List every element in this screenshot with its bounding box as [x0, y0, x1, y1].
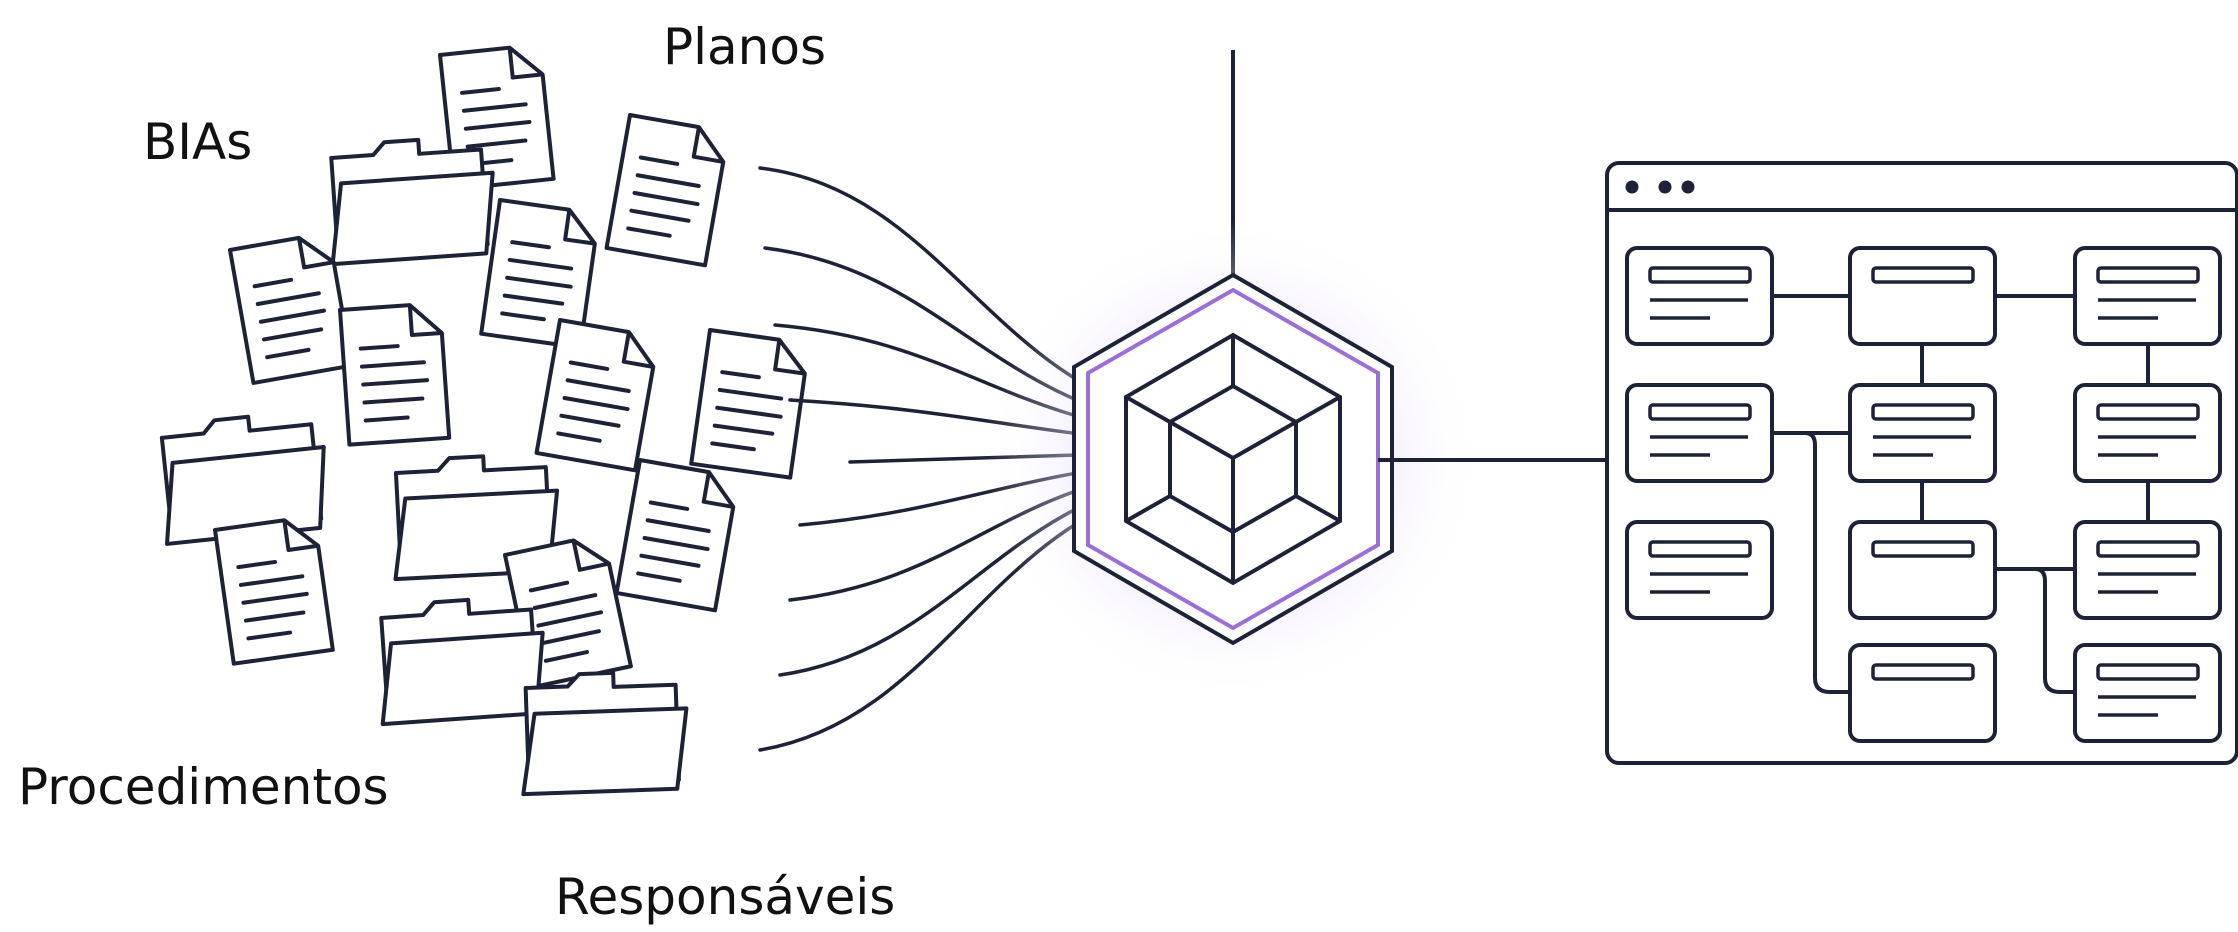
- cube-edge: [1295, 494, 1341, 523]
- document-pile: [152, 42, 812, 795]
- document-icon: [689, 328, 812, 480]
- cube-edge: [1232, 420, 1297, 460]
- flow-node: [1625, 520, 1774, 620]
- cube-edge: [1169, 420, 1234, 460]
- flow-node: [1848, 383, 1997, 483]
- flow-node: [2073, 520, 2222, 620]
- document-icon: [338, 301, 452, 447]
- window-dot-icon: [1681, 180, 1695, 194]
- flow-node: [2073, 643, 2222, 743]
- folder-icon: [152, 407, 335, 546]
- label-responsaveis: Responsáveis: [555, 868, 896, 926]
- flow-node: [2073, 383, 2222, 483]
- document-icon: [213, 514, 335, 666]
- folder-icon: [372, 592, 551, 727]
- folder-icon: [519, 670, 689, 794]
- flowchart-connectors: [1772, 294, 2150, 694]
- browser-window: [1605, 161, 2238, 765]
- flow-node: [1848, 643, 1997, 743]
- label-planos: Planos: [663, 18, 827, 76]
- document-icon: [604, 113, 731, 268]
- accent-hexagon: [1086, 287, 1380, 631]
- cube-edge: [1295, 395, 1341, 424]
- folder-icon: [322, 132, 501, 267]
- cube-edge: [1125, 395, 1171, 424]
- window-dot-icon: [1658, 180, 1672, 194]
- label-procedimentos: Procedimentos: [18, 758, 389, 816]
- flow-node: [1625, 246, 1774, 346]
- window-dot-icon: [1625, 180, 1639, 194]
- document-icon: [614, 458, 741, 613]
- label-bias: BIAs: [143, 113, 253, 171]
- flow-node: [2073, 246, 2222, 346]
- cube-edge: [1125, 494, 1171, 523]
- hexagon-cube-hub: [983, 50, 1605, 700]
- flow-node: [1848, 520, 1997, 620]
- document-icon: [534, 318, 661, 473]
- flow-node: [1625, 383, 1774, 483]
- flow-node: [1848, 246, 1997, 346]
